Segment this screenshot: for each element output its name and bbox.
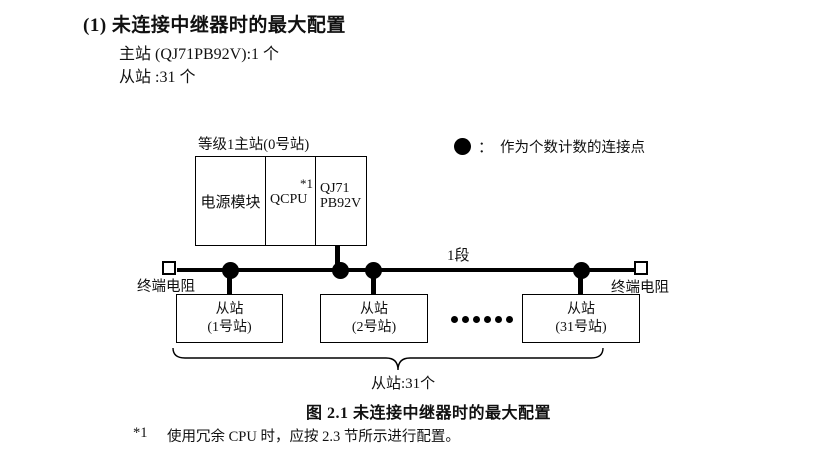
- ellipsis-dot: [462, 316, 469, 323]
- terminator-right-label: 终端电阻: [611, 280, 669, 296]
- terminator-left-icon: [162, 261, 176, 275]
- connection-dot: [222, 262, 239, 279]
- legend-text: 作为个数计数的连接点: [500, 140, 646, 156]
- slave-station-number: (2号站): [351, 319, 397, 335]
- slave2-drop-line: [371, 270, 376, 295]
- slave-label: 从站: [215, 301, 244, 317]
- qj71pb92v-cell: QJ71 PB92V: [315, 157, 366, 245]
- footnote-ref-marker: *1: [300, 176, 313, 191]
- slave-label: 从站: [360, 301, 388, 317]
- slave-box-31: 从站 (31号站): [522, 294, 640, 343]
- qj71pb92v-label-line2: PB92V: [320, 196, 362, 211]
- ellipsis-dot: [495, 316, 502, 323]
- power-module-label: 电源模块: [200, 194, 261, 211]
- terminator-left-label: 终端电阻: [137, 279, 195, 295]
- connection-dot: [573, 262, 590, 279]
- figure-caption: 图 2.1 未连接中继器时的最大配置: [306, 405, 552, 422]
- ellipsis-dot: [451, 316, 458, 323]
- slave-station-number: (31号站): [555, 319, 607, 335]
- master-station-box: 电源模块 *1 QCPU QJ71 PB92V: [195, 156, 367, 246]
- master-drop-line: [335, 246, 340, 269]
- qcpu-label: QCPU: [270, 192, 308, 207]
- footnote-marker: *1: [133, 425, 148, 441]
- slave-box-1: 从站 (1号站): [176, 294, 283, 343]
- slave31-drop-line: [578, 270, 583, 295]
- segment-label: 1段: [447, 248, 470, 264]
- master-station-label: 等级1主站(0号站): [198, 137, 310, 153]
- connection-point-dot-icon: [454, 138, 471, 155]
- ellipsis: [451, 316, 513, 323]
- qj71pb92v-label-line1: QJ71: [320, 181, 350, 196]
- legend-colon: ：: [478, 140, 494, 156]
- ellipsis-dot: [506, 316, 513, 323]
- master-count-line: 主站 (QJ71PB92V):1 个: [119, 46, 280, 63]
- slave-station-number: (1号站): [207, 319, 252, 335]
- legend: ： 作为个数计数的连接点: [454, 136, 645, 157]
- slave-label: 从站: [567, 301, 595, 317]
- power-module-cell: 电源模块: [196, 157, 265, 245]
- slave-box-2: 从站 (2号站): [320, 294, 428, 343]
- ellipsis-dot: [473, 316, 480, 323]
- section-heading: (1) 未连接中继器时的最大配置: [83, 15, 346, 36]
- ellipsis-dot: [484, 316, 491, 323]
- bus-line: [177, 268, 635, 272]
- brace-label: 从站:31个: [371, 376, 436, 392]
- brace: [172, 347, 604, 371]
- footnote-text: 使用冗余 CPU 时，应按 2.3 节所示进行配置。: [167, 429, 460, 445]
- slave1-drop-line: [227, 270, 232, 295]
- terminator-right-icon: [634, 261, 648, 275]
- connection-dot: [365, 262, 382, 279]
- slave-count-line: 从站 :31 个: [119, 69, 196, 86]
- qcpu-cell: *1 QCPU: [265, 157, 315, 245]
- connection-dot: [332, 262, 349, 279]
